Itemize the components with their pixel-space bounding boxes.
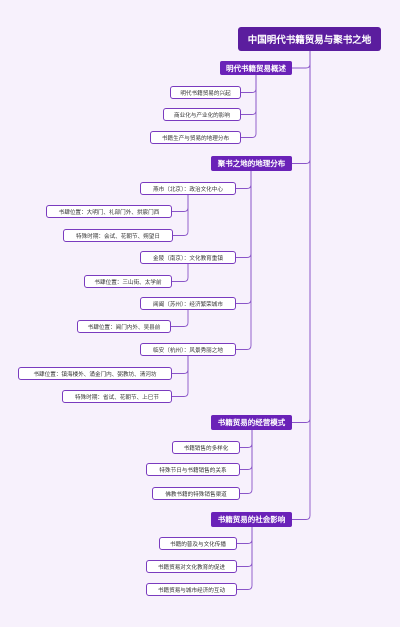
leaf-node[interactable]: 明代书籍贸易的兴起 xyxy=(170,86,241,99)
leaf-node[interactable]: 书肆位置：阊门内外、吴县前 xyxy=(77,320,171,333)
leaf-label: 书肆位置：三山街、太学前 xyxy=(94,279,162,286)
connector-line xyxy=(236,163,252,304)
leaf-label: 特殊时期：省试、花朝节、上巳节 xyxy=(75,394,159,401)
leaf-node[interactable]: 书肆位置：镇海楼外、涌金门内、弼教坊、清河坊 xyxy=(18,367,172,380)
connector-line xyxy=(241,68,257,138)
leaf-node[interactable]: 临安（杭州）：风景秀丽之地 xyxy=(140,343,236,356)
connector-lines xyxy=(171,39,311,590)
connector-line xyxy=(237,519,253,590)
leaf-label: 燕市（北京）：政治文化中心 xyxy=(153,186,223,193)
leaf-node[interactable]: 商业化与产业化的影响 xyxy=(163,108,241,121)
root-node[interactable]: 中国明代书籍贸易与聚书之地 xyxy=(238,27,381,51)
leaf-label: 临安（杭州）：风景秀丽之地 xyxy=(153,347,223,354)
section-social-impact[interactable]: 书籍贸易的社会影响 xyxy=(211,512,292,527)
leaf-node[interactable]: 特殊时期：会试、花朝节、朔望日 xyxy=(63,229,173,242)
leaf-node[interactable]: 书籍贸易对文化教育的促进 xyxy=(146,560,237,573)
leaf-node[interactable]: 书籍生产与贸易的地理分布 xyxy=(150,131,241,144)
leaf-label: 书籍的普及与文化传播 xyxy=(170,541,226,548)
connector-line xyxy=(236,163,252,258)
leaf-node[interactable]: 书肆位置：三山街、太学前 xyxy=(84,275,172,288)
root-label: 中国明代书籍贸易与聚书之地 xyxy=(247,35,372,46)
leaf-label: 书籍贸易与城市经济的互动 xyxy=(157,587,226,594)
leaf-node[interactable]: 阊阖（苏州）：经济繁荣城市 xyxy=(140,297,236,310)
leaf-label: 书籍生产与贸易的地理分布 xyxy=(161,135,230,142)
connector-line xyxy=(292,39,311,164)
leaf-node[interactable]: 书籍销售的多样化 xyxy=(172,441,240,454)
leaf-label: 书肆位置：镇海楼外、涌金门内、弼教坊、清河坊 xyxy=(33,371,157,378)
section-label: 明代书籍贸易概述 xyxy=(226,63,286,73)
leaf-label: 书肆位置：阊门内外、吴县前 xyxy=(87,324,161,331)
connector-line xyxy=(240,422,253,494)
leaf-label: 佛教书籍的特殊销售渠道 xyxy=(165,491,227,498)
leaf-label: 商业化与产业化的影响 xyxy=(174,112,230,119)
connector-line xyxy=(292,39,311,423)
connector-line xyxy=(172,349,189,397)
connector-line xyxy=(172,257,189,282)
connector-line xyxy=(171,303,189,327)
section-business[interactable]: 书籍贸易的经营模式 xyxy=(211,415,292,430)
leaf-label: 阊阖（苏州）：经济繁荣城市 xyxy=(153,301,223,308)
leaf-node[interactable]: 燕市（北京）：政治文化中心 xyxy=(140,182,236,195)
leaf-node[interactable]: 特殊时期：省试、花朝节、上巳节 xyxy=(62,390,172,403)
leaf-node[interactable]: 书籍的普及与文化传播 xyxy=(159,537,237,550)
leaf-label: 明代书籍贸易的兴起 xyxy=(180,90,231,97)
leaf-label: 特殊节日与书籍销售的关系 xyxy=(159,467,227,474)
connector-line xyxy=(236,163,252,350)
leaf-label: 书肆位置：大明门、礼部门外、拱宸门西 xyxy=(58,209,160,216)
leaf-label: 书籍贸易对文化教育的促进 xyxy=(157,564,226,571)
section-label: 书籍贸易的社会影响 xyxy=(217,515,286,524)
leaf-node[interactable]: 书籍贸易与城市经济的互动 xyxy=(146,583,237,596)
connector-line xyxy=(292,39,311,520)
section-label: 聚书之地的地理分布 xyxy=(217,159,286,168)
connector-line xyxy=(172,188,189,236)
leaf-label: 特殊时期：会试、花朝节、朔望日 xyxy=(76,233,160,240)
leaf-label: 书籍销售的多样化 xyxy=(183,445,229,452)
section-label: 书籍贸易的经营模式 xyxy=(217,418,286,427)
leaf-node[interactable]: 书肆位置：大明门、礼部门外、拱宸门西 xyxy=(46,205,172,218)
section-geography[interactable]: 聚书之地的地理分布 xyxy=(211,156,292,171)
leaf-node[interactable]: 金陵（南京）：文化教育重镇 xyxy=(140,251,236,264)
section-overview[interactable]: 明代书籍贸易概述 xyxy=(220,61,292,75)
leaf-node[interactable]: 佛教书籍的特殊销售渠道 xyxy=(152,487,240,500)
leaf-label: 金陵（南京）：文化教育重镇 xyxy=(153,255,223,262)
leaf-node[interactable]: 特殊节日与书籍销售的关系 xyxy=(146,463,240,476)
